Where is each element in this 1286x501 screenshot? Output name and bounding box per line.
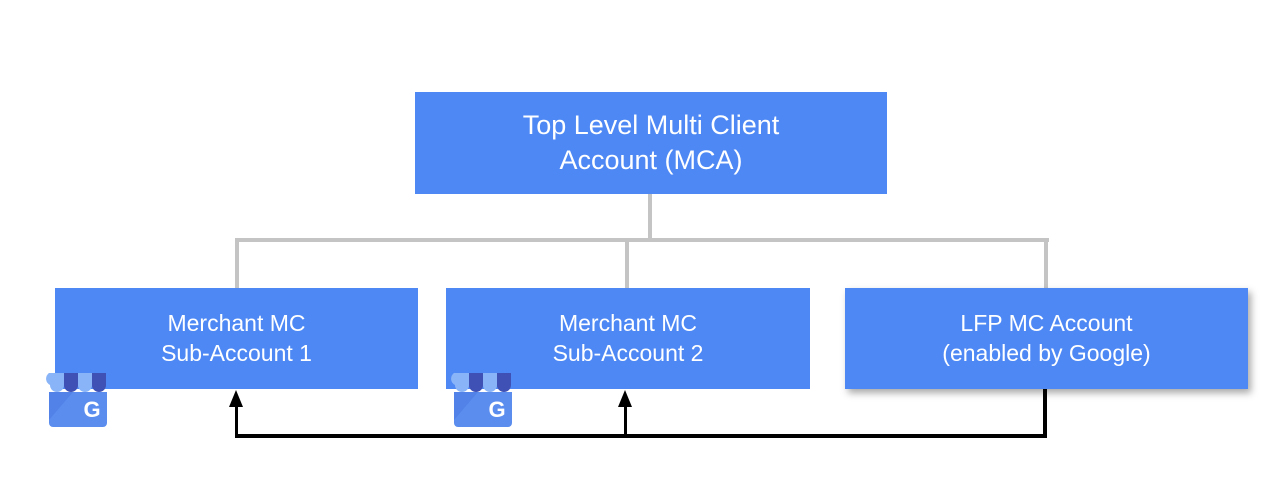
- feedback-connector-riser-merchant-1: [235, 400, 238, 436]
- connector-drop-merchant-1: [235, 238, 239, 290]
- connector-horizontal-bus: [235, 238, 1049, 242]
- node-merchant-sub-account-1-label: Merchant MC Sub-Account 1: [161, 310, 312, 366]
- gbp-icon-letter-2: G: [488, 397, 505, 422]
- google-business-profile-icon: G: [46, 373, 107, 427]
- node-merchant-sub-account-2[interactable]: Merchant MC Sub-Account 2: [446, 288, 810, 389]
- connector-mca-stem: [648, 194, 652, 242]
- google-business-profile-icon: G: [451, 373, 512, 427]
- node-merchant-sub-account-2-label: Merchant MC Sub-Account 2: [552, 310, 704, 366]
- node-lfp-mc-account-label: LFP MC Account (enabled by Google): [942, 310, 1151, 366]
- node-top-level-mca[interactable]: Top Level Multi Client Account (MCA): [415, 92, 887, 194]
- feedback-connector-bus: [235, 434, 1047, 438]
- node-top-level-mca-label: Top Level Multi Client Account (MCA): [522, 110, 780, 175]
- node-lfp-mc-account[interactable]: LFP MC Account (enabled by Google): [845, 288, 1248, 389]
- feedback-connector-stem-lfp: [1043, 389, 1047, 438]
- node-merchant-sub-account-1[interactable]: Merchant MC Sub-Account 1: [55, 288, 418, 389]
- feedback-connector-riser-merchant-2: [624, 400, 627, 436]
- connector-drop-merchant-2: [625, 238, 629, 290]
- arrowhead-to-merchant-2-icon: [618, 390, 632, 407]
- gbp-icon-letter-1: G: [83, 397, 100, 422]
- arrowhead-to-merchant-1-icon: [229, 390, 243, 407]
- connector-drop-lfp: [1044, 238, 1048, 290]
